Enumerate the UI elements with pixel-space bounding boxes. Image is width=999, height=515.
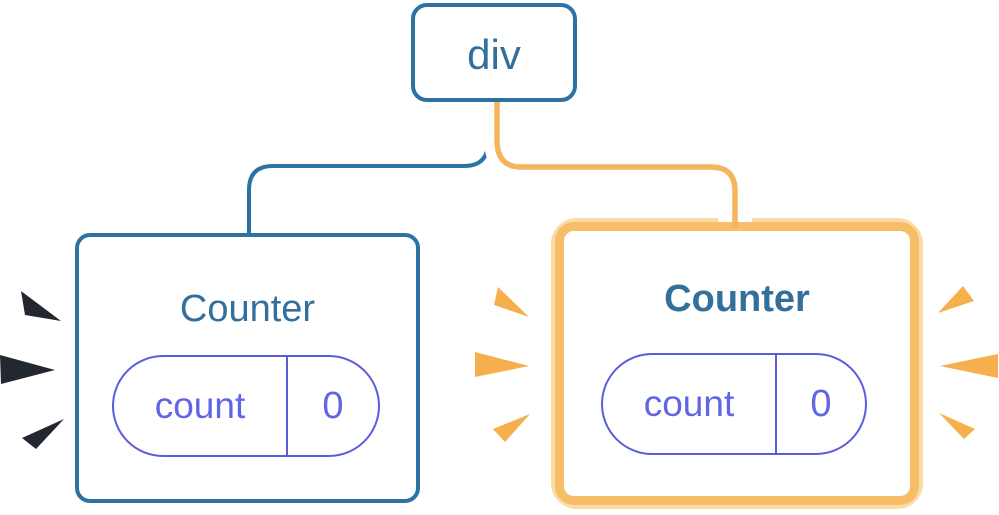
state-value: 0 xyxy=(810,382,832,425)
right-counter-burst-icons-left xyxy=(475,287,530,442)
state-key: count xyxy=(114,357,288,455)
edge-root-to-left-counter xyxy=(247,95,490,240)
burst-spark-icon xyxy=(493,414,530,442)
burst-spark-icon xyxy=(0,355,55,384)
edge-entry-patch xyxy=(718,206,752,228)
burst-spark-icon xyxy=(22,419,64,449)
left-counter-burst-icons xyxy=(0,291,64,449)
counter-node-right: Counter count 0 xyxy=(551,218,923,509)
state-value: 0 xyxy=(322,384,344,427)
counter-node-left: Counter count 0 xyxy=(75,233,420,503)
burst-spark-icon xyxy=(939,413,975,439)
state-pill: count 0 xyxy=(112,355,380,457)
state-key: count xyxy=(603,355,777,453)
burst-spark-icon xyxy=(938,286,974,313)
counter-title: Counter xyxy=(179,288,316,330)
root-node-label: div xyxy=(467,30,521,78)
edge-highlight-casing xyxy=(484,95,748,220)
edge-root-to-right-counter xyxy=(494,95,738,222)
state-pill: count 0 xyxy=(601,353,867,455)
counter-title: Counter xyxy=(664,278,810,320)
counter-node-right-highlight: Counter count 0 xyxy=(555,222,919,505)
burst-spark-icon xyxy=(475,352,529,377)
burst-spark-icon xyxy=(21,291,61,321)
root-node: div xyxy=(411,3,577,102)
burst-spark-icon xyxy=(940,354,998,378)
burst-spark-icon xyxy=(494,287,529,317)
right-counter-burst-icons-right xyxy=(938,286,998,439)
